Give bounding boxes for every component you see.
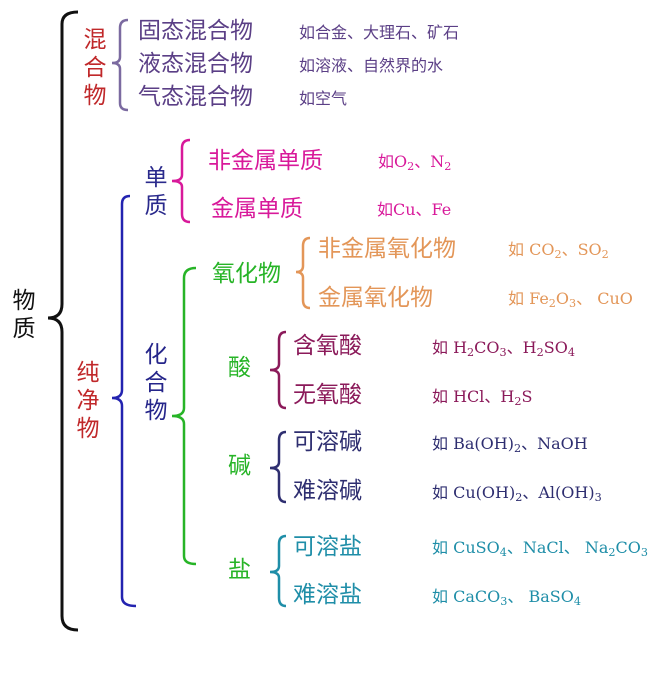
pure-label: 纯净物 — [72, 360, 98, 444]
oxide-example-nonmetal: 如 CO2、SO2 — [508, 240, 609, 261]
mixture-example-solid: 如合金、大理石、矿石 — [299, 23, 460, 42]
oxide-item-metal: 金属氧化物 — [318, 285, 433, 311]
mixture-item-liquid: 液态混合物 — [138, 51, 253, 77]
compound-bracket — [171, 266, 197, 566]
acid-item-nonoxy: 无氧酸 — [293, 382, 362, 408]
acid-example-nonoxy: 如 HCl、H2S — [432, 387, 533, 408]
salt-example-soluble: 如 CuSO4、NaCl、 Na2CO3 — [432, 538, 648, 559]
acid-bracket — [269, 330, 287, 410]
base-example-insoluble: 如 Cu(OH)2、Al(OH)3 — [432, 483, 602, 504]
salt-bracket — [269, 534, 287, 608]
acid-item-oxy: 含氧酸 — [293, 333, 362, 359]
mixture-item-solid: 固态混合物 — [138, 18, 253, 44]
oxide-label: 氧化物 — [212, 261, 281, 287]
root-label: 物质 — [8, 288, 34, 344]
mixture-bracket — [111, 18, 129, 112]
base-bracket — [269, 430, 287, 504]
elemental-bracket — [171, 138, 191, 224]
oxide-bracket — [295, 236, 311, 310]
salt-label: 盐 — [228, 557, 251, 583]
pure-bracket — [111, 194, 137, 608]
acid-label: 酸 — [228, 355, 251, 381]
mixture-example-gas: 如空气 — [299, 89, 348, 108]
base-label: 碱 — [228, 453, 251, 479]
mixture-label: 混合物 — [79, 27, 105, 111]
salt-item-soluble: 可溶盐 — [293, 534, 362, 560]
base-item-soluble: 可溶碱 — [293, 429, 362, 455]
elemental-item-nonmetal: 非金属单质 — [208, 148, 323, 174]
elemental-label: 单质 — [140, 165, 166, 221]
compound-label: 化合物 — [140, 342, 166, 426]
root-bracket — [47, 10, 79, 632]
elemental-example-nonmetal: 如O2、N2 — [378, 152, 452, 173]
base-example-soluble: 如 Ba(OH)2、NaOH — [432, 434, 588, 455]
acid-example-oxy: 如 H2CO3、H2SO4 — [432, 338, 575, 359]
mixture-item-gas: 气态混合物 — [138, 84, 253, 110]
base-item-insoluble: 难溶碱 — [293, 478, 362, 504]
elemental-item-metal: 金属单质 — [211, 196, 303, 222]
oxide-item-nonmetal: 非金属氧化物 — [318, 236, 456, 262]
salt-example-insoluble: 如 CaCO3、 BaSO4 — [432, 587, 581, 608]
oxide-example-metal: 如 Fe2O3、 CuO — [508, 289, 633, 310]
mixture-example-liquid: 如溶液、自然界的水 — [299, 56, 444, 75]
salt-item-insoluble: 难溶盐 — [293, 582, 362, 608]
elemental-example-metal: 如Cu、Fe — [377, 200, 452, 219]
